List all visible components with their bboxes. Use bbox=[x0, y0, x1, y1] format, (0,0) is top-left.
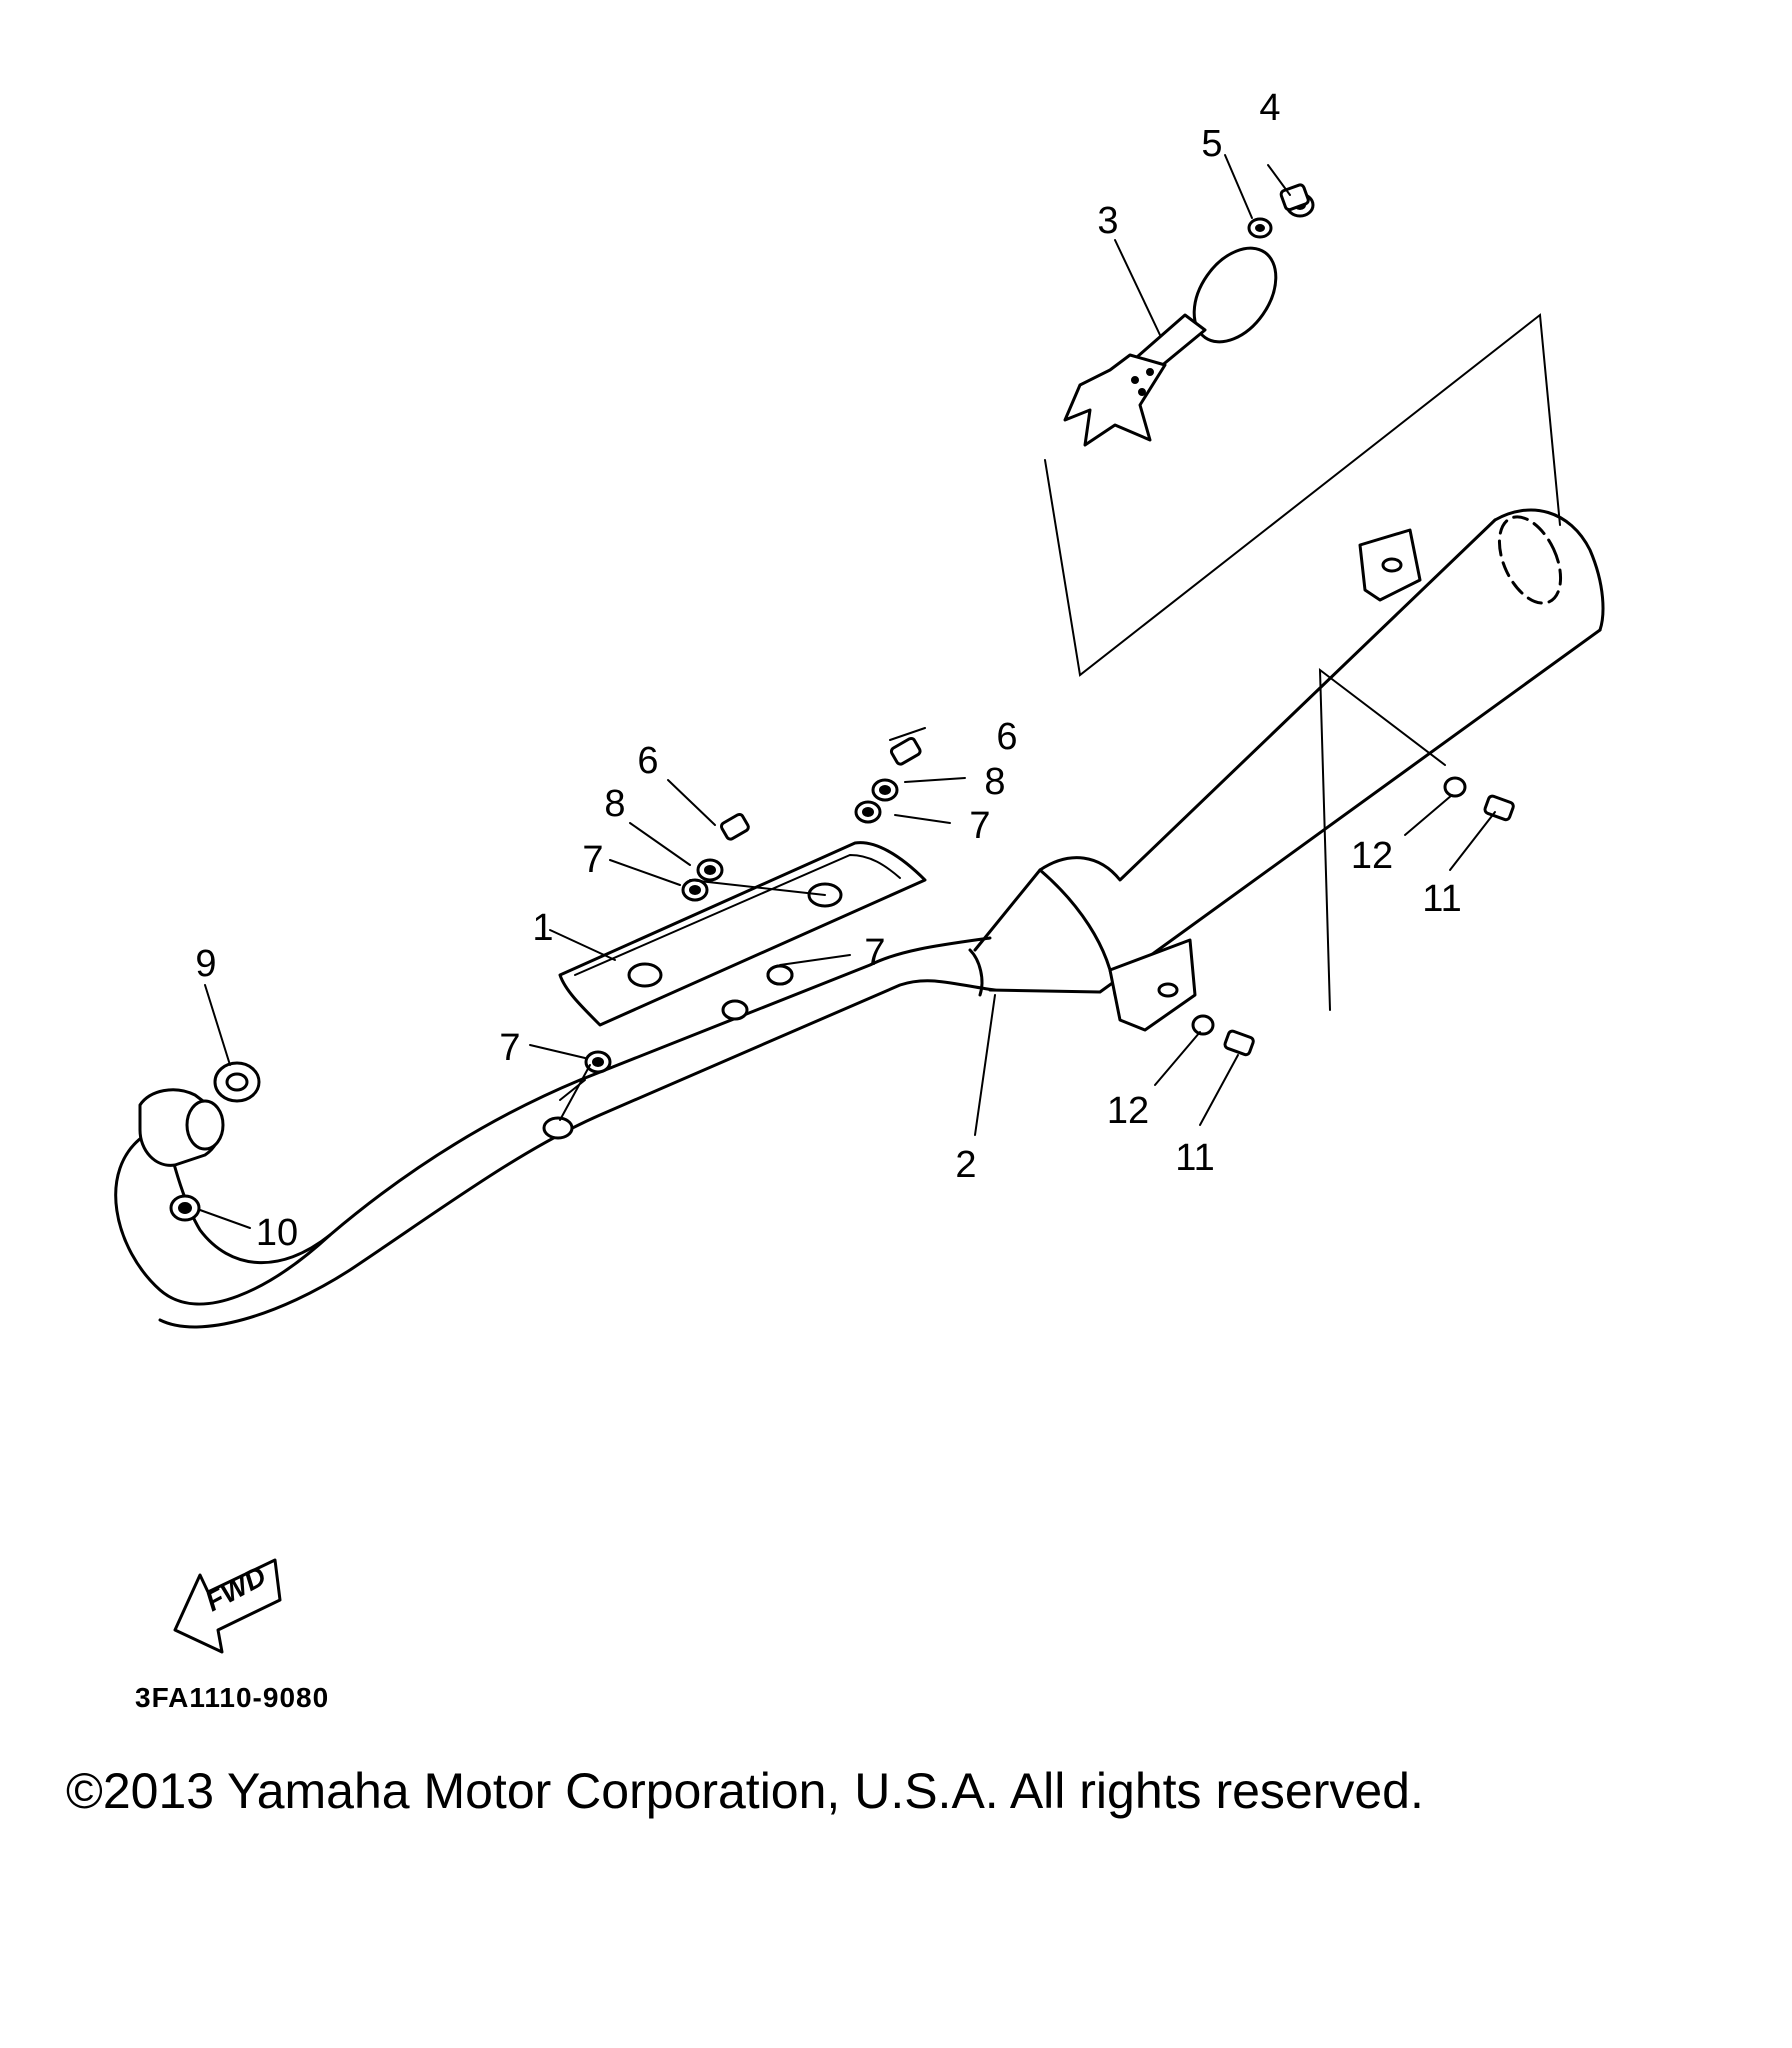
muffler bbox=[973, 508, 1605, 1032]
leader-lines bbox=[199, 154, 1496, 1229]
figure-code: 3FA1110-9080 bbox=[135, 1682, 329, 1713]
hardware bbox=[169, 183, 1515, 1222]
callout-10: 10 bbox=[256, 1212, 298, 1254]
callout-9: 9 bbox=[195, 943, 216, 985]
callout-7: 7 bbox=[499, 1027, 520, 1069]
callout-2: 2 bbox=[955, 1144, 976, 1186]
forward-direction-arrow: FWD bbox=[173, 1558, 282, 1654]
callout-12: 12 bbox=[1107, 1090, 1149, 1132]
callout-11: 11 bbox=[1422, 878, 1461, 920]
part-callouts: 4 5 3 6 8 7 6 8 7 1 7 7 9 10 2 12 11 12 … bbox=[195, 87, 1461, 1254]
callout-4: 4 bbox=[1259, 87, 1280, 129]
callout-6: 6 bbox=[996, 716, 1017, 758]
callout-3: 3 bbox=[1097, 200, 1118, 242]
callout-7: 7 bbox=[582, 839, 603, 881]
copyright-notice: ©2013 Yamaha Motor Corporation, U.S.A. A… bbox=[66, 1763, 1424, 1819]
callout-6: 6 bbox=[637, 740, 658, 782]
callout-11: 11 bbox=[1175, 1137, 1214, 1179]
heat-protector bbox=[542, 841, 927, 1140]
callout-7: 7 bbox=[969, 805, 990, 847]
callout-1: 1 bbox=[532, 907, 553, 949]
callout-8: 8 bbox=[604, 783, 625, 825]
callout-12: 12 bbox=[1351, 835, 1393, 877]
callout-7: 7 bbox=[864, 932, 885, 974]
callout-8: 8 bbox=[984, 761, 1005, 803]
callout-5: 5 bbox=[1201, 123, 1222, 165]
spark-arrester bbox=[1063, 246, 1278, 447]
assembly-guide-lines bbox=[559, 313, 1561, 1101]
exhaust-pipe bbox=[114, 936, 997, 1329]
